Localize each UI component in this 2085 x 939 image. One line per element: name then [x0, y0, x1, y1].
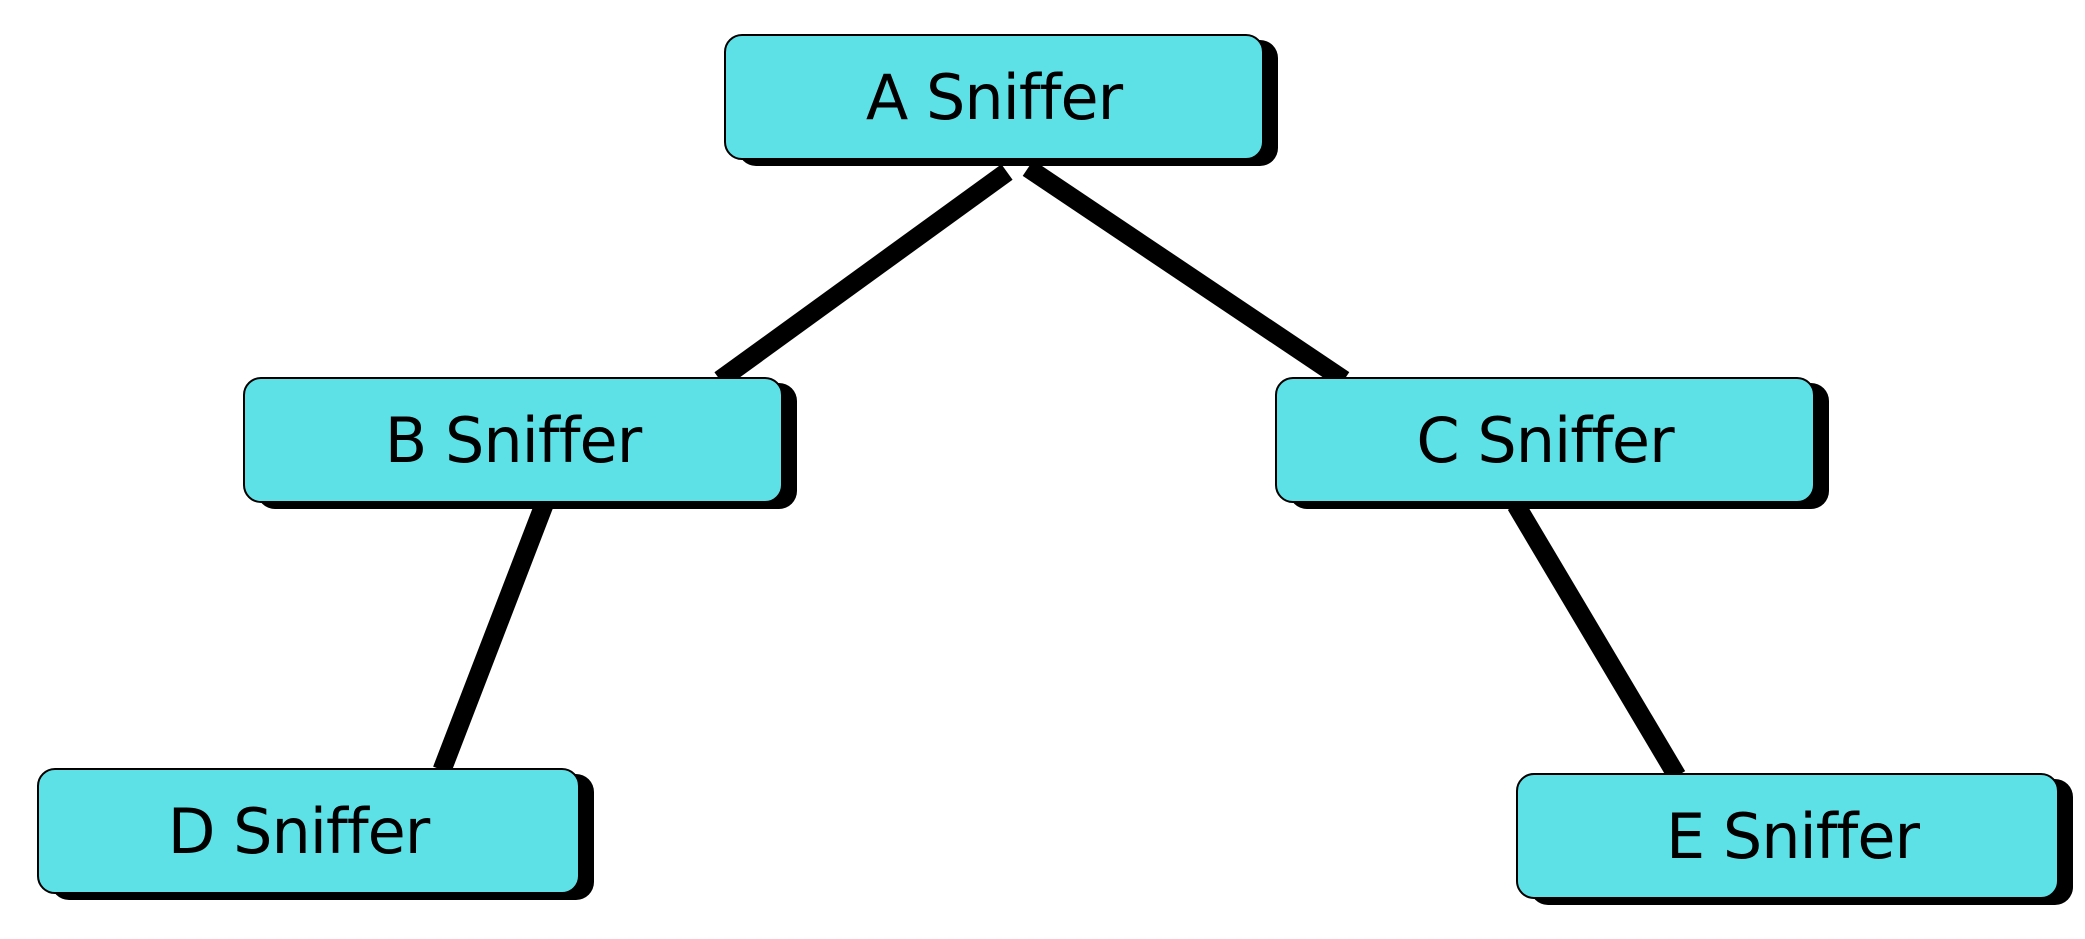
node-e-label: E Sniffer [1665, 799, 1920, 873]
edge-b-to-d [433, 501, 553, 774]
node-b-sniffer: B Sniffer [243, 377, 783, 503]
edge-a-to-b [714, 164, 1013, 388]
node-c-sniffer: C Sniffer [1275, 377, 1815, 503]
node-b-label: B Sniffer [384, 403, 642, 477]
node-e-sniffer: E Sniffer [1516, 773, 2059, 899]
node-c-label: C Sniffer [1416, 403, 1674, 477]
node-d-sniffer: D Sniffer [37, 768, 580, 894]
node-a-sniffer: A Sniffer [724, 34, 1264, 160]
edge-c-to-e [1507, 500, 1686, 781]
node-d-label: D Sniffer [167, 794, 431, 868]
edge-a-to-c [1022, 160, 1350, 388]
node-a-label: A Sniffer [865, 60, 1123, 134]
